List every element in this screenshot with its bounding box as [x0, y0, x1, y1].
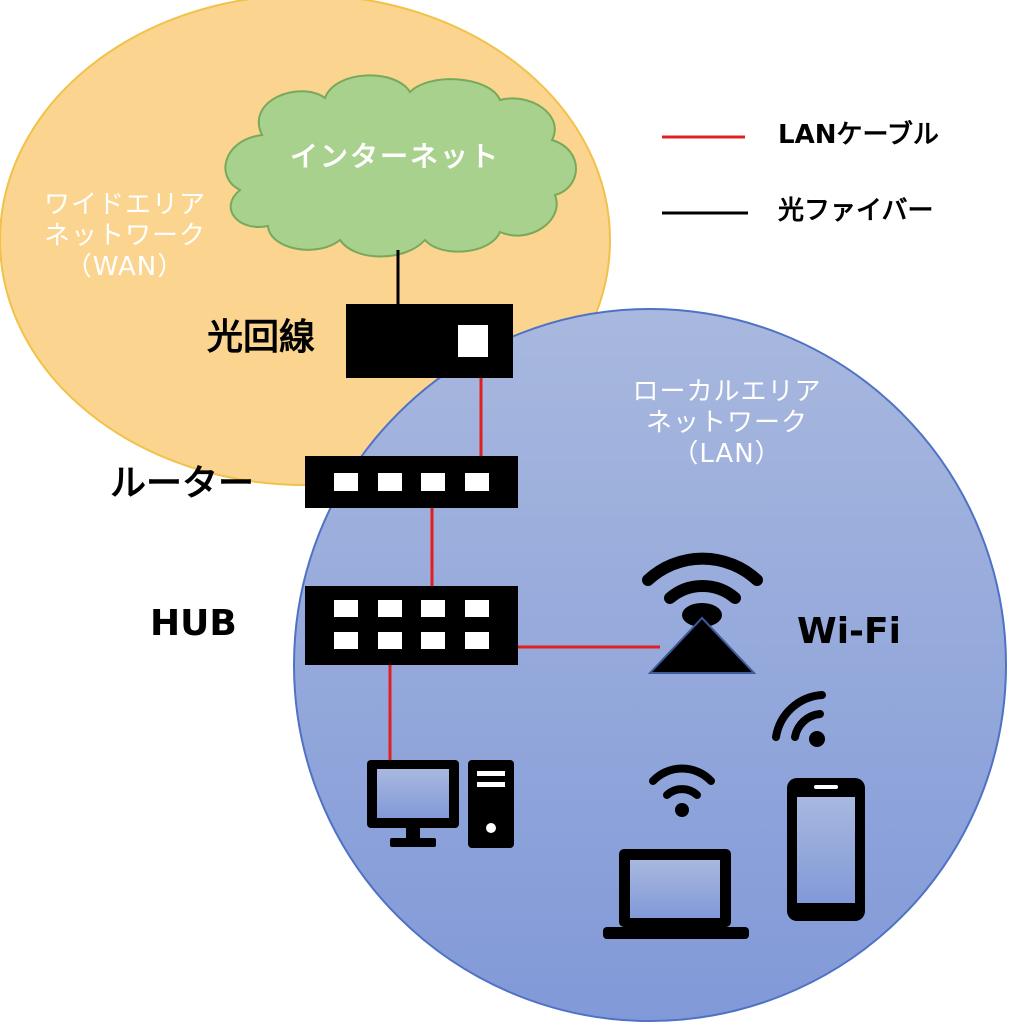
lan-label-line3: （LAN）: [672, 439, 782, 470]
wifi-label: Wi-Fi: [797, 611, 901, 652]
lan-label-line2: ネットワーク: [645, 408, 808, 439]
router-label: ルーター: [110, 463, 255, 504]
lan-zone-label: ローカルエリア ネットワーク （LAN）: [612, 377, 842, 471]
desktop-pc-icon: [367, 760, 514, 848]
internet-cloud-icon: [224, 74, 577, 258]
smartphone-wifi-signal-icon: [772, 691, 826, 747]
laptop-wifi-signal-icon: [649, 764, 715, 817]
legend-lan-cable-label: LANケーブル: [778, 120, 939, 150]
onu-device-icon: [346, 304, 513, 378]
hub-device-icon: [305, 586, 518, 665]
wan-zone-label: ワイドエリア ネットワーク （WAN）: [20, 190, 230, 284]
wan-label-line2: ネットワーク: [43, 221, 206, 252]
legend-fiber-label: 光ファイバー: [778, 196, 934, 226]
router-device-icon: [305, 456, 518, 508]
lan-label-line1: ローカルエリア: [632, 377, 822, 407]
wan-label-line1: ワイドエリア: [43, 190, 206, 220]
wifi-access-point-icon: [642, 552, 763, 674]
onu-label: 光回線: [207, 317, 316, 358]
wan-label-line3: （WAN）: [65, 252, 185, 283]
hub-label: HUB: [150, 603, 237, 644]
smartphone-icon: [787, 778, 865, 921]
internet-label: インターネット: [290, 140, 501, 173]
laptop-icon: [603, 849, 749, 939]
